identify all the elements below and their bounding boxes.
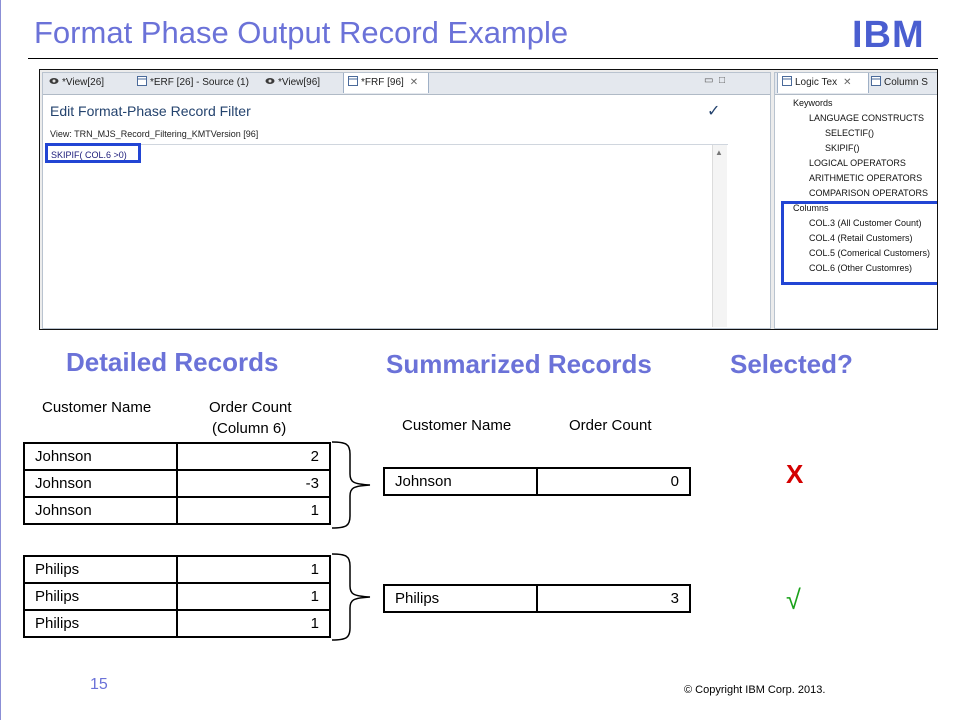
- order-count-cell: -3: [176, 469, 331, 498]
- table-row: Johnson-3: [23, 469, 331, 498]
- order-count-cell: 1: [176, 555, 331, 584]
- tree-item[interactable]: SELECTIF(): [825, 128, 875, 138]
- detailed-col-order-count: Order Count: [209, 399, 292, 416]
- order-count-cell: 2: [176, 442, 331, 471]
- title-divider: [28, 58, 938, 59]
- code-editor-area[interactable]: [48, 144, 728, 328]
- tree-item[interactable]: COL.3 (All Customer Count): [809, 218, 922, 228]
- editor-tabbar: *View[26] *ERF [26] - Source (1) *View[9…: [43, 73, 770, 95]
- scroll-up-arrow-icon[interactable]: ▲: [715, 148, 723, 157]
- view-icon: [265, 78, 275, 85]
- document-icon: [871, 76, 881, 87]
- tab-label: *View[26]: [62, 77, 105, 88]
- tree-item[interactable]: COMPARISON OPERATORS: [809, 188, 929, 198]
- tab-view-26[interactable]: *View[26]: [45, 73, 133, 93]
- customer-name-cell: Johnson: [23, 469, 178, 498]
- tab-erf-26-source[interactable]: *ERF [26] - Source (1): [133, 73, 261, 93]
- selected-check-icon: √: [786, 585, 801, 615]
- minimize-icon[interactable]: ▭: [704, 75, 714, 86]
- customer-name-cell: Johnson: [23, 442, 178, 471]
- customer-name-cell: Philips: [383, 584, 538, 613]
- tab-view-96[interactable]: *View[96]: [261, 73, 343, 93]
- detailed-records-header: Detailed Records: [66, 347, 279, 377]
- maximize-icon[interactable]: □: [719, 75, 726, 86]
- tree-item[interactable]: SKIPIF(): [825, 143, 860, 153]
- detailed-col-customer-name: Customer Name: [42, 399, 152, 416]
- customer-name-cell: Philips: [23, 609, 178, 638]
- summary-col-customer-name: Customer Name: [402, 417, 512, 434]
- helper-tabbar: Logic Tex ✕ Column S: [775, 73, 937, 95]
- tree-item[interactable]: ARITHMETIC OPERATORS: [809, 173, 923, 183]
- order-count-cell: 1: [176, 582, 331, 611]
- customer-name-cell: Johnson: [383, 467, 538, 496]
- document-icon: [348, 76, 358, 87]
- order-count-cell: 0: [536, 467, 691, 496]
- ibm-logo-text: IBM: [852, 14, 925, 52]
- editor-title: Edit Format-Phase Record Filter: [50, 103, 251, 119]
- customer-name-cell: Philips: [23, 555, 178, 584]
- tab-label: Column S: [884, 77, 928, 88]
- editor-screenshot: *View[26] *ERF [26] - Source (1) *View[9…: [39, 69, 938, 330]
- slide-left-rule: [0, 0, 1, 720]
- tree-item[interactable]: LANGUAGE CONSTRUCTS: [809, 113, 925, 123]
- page-number: 15: [90, 676, 108, 693]
- ibm-logo: IBM: [852, 14, 925, 52]
- view-name-label: View: TRN_MJS_Record_Filtering_KMTVersio…: [50, 129, 259, 139]
- tab-label: Logic Tex: [795, 77, 838, 88]
- editor-pane: *View[26] *ERF [26] - Source (1) *View[9…: [42, 72, 771, 329]
- close-icon[interactable]: ✕: [409, 77, 419, 88]
- tree-item[interactable]: Columns: [793, 203, 829, 213]
- copyright-notice: © Copyright IBM Corp. 2013.: [684, 684, 826, 696]
- order-count-cell: 1: [176, 609, 331, 638]
- tab-label: *ERF [26] - Source (1): [150, 77, 249, 88]
- tab-column-source[interactable]: Column S: [867, 73, 937, 93]
- group-brace-philips: [331, 553, 371, 641]
- tab-label: *View[96]: [278, 77, 321, 88]
- editor-scrollbar[interactable]: [712, 145, 727, 327]
- view-icon: [49, 78, 59, 85]
- close-icon[interactable]: ✕: [843, 77, 852, 88]
- customer-name-cell: Johnson: [23, 496, 178, 525]
- tab-frf-96[interactable]: *FRF [96] ✕: [343, 73, 429, 93]
- logic-text-code[interactable]: SKIPIF( COL.6 >0): [51, 150, 127, 160]
- tree-item[interactable]: Keywords: [793, 98, 833, 108]
- order-count-cell: 1: [176, 496, 331, 525]
- code-highlight-box: [45, 143, 141, 163]
- order-count-cell: 3: [536, 584, 691, 613]
- detailed-col-order-count-sub: (Column 6): [212, 420, 287, 437]
- tab-label: *FRF [96]: [361, 77, 404, 88]
- tree-item[interactable]: LOGICAL OPERATORS: [809, 158, 906, 168]
- validate-check-icon[interactable]: ✓: [707, 103, 721, 120]
- tab-logic-text[interactable]: Logic Tex ✕: [777, 73, 869, 93]
- rejected-x-icon: X: [786, 459, 804, 489]
- tree-item[interactable]: COL.4 (Retail Customers): [809, 233, 913, 243]
- tree-item[interactable]: COL.5 (Comerical Customers): [809, 248, 931, 258]
- document-icon: [137, 76, 147, 87]
- summary-col-order-count: Order Count: [569, 417, 652, 434]
- customer-name-cell: Philips: [23, 582, 178, 611]
- slide-title: Format Phase Output Record Example: [34, 15, 569, 50]
- columns-highlight-box: [781, 201, 937, 285]
- group-brace-johnson: [331, 441, 371, 529]
- summarized-records-header: Summarized Records: [386, 349, 652, 379]
- selected-header: Selected?: [730, 349, 853, 379]
- document-icon: [782, 76, 792, 87]
- tree-item[interactable]: COL.6 (Other Customres): [809, 263, 913, 273]
